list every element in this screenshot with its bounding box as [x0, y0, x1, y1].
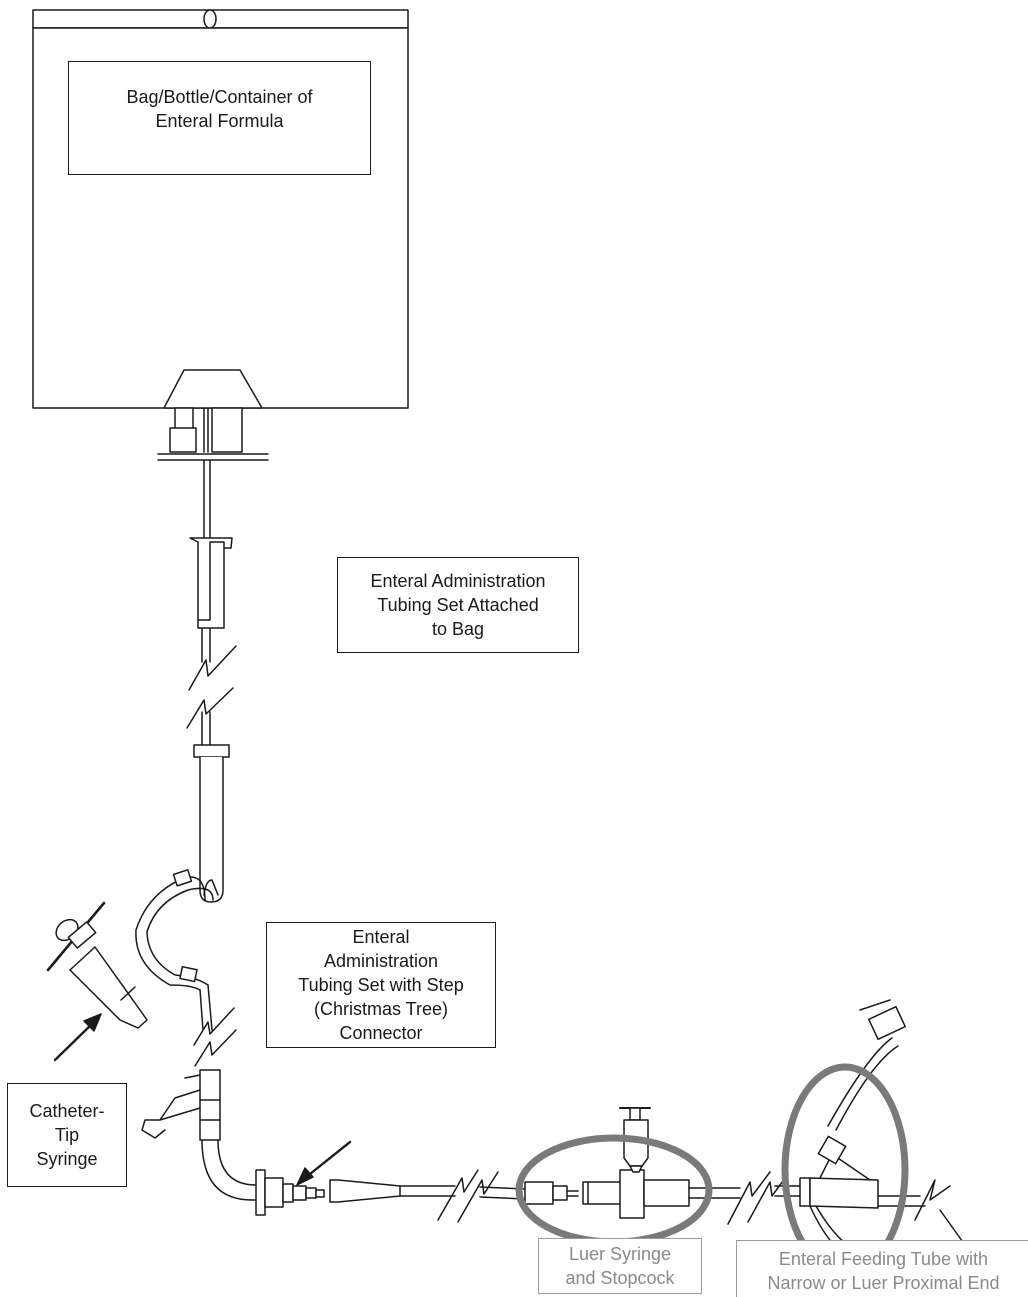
- feeding-tube-label: Enteral Feeding Tube with Narrow or Luer…: [736, 1240, 1028, 1297]
- step-connector-label: Enteral Administration Tubing Set with S…: [266, 922, 496, 1048]
- catheter-syringe-label: Catheter- Tip Syringe: [7, 1083, 127, 1187]
- step-connector: [255, 1140, 352, 1216]
- tubing-set-attached-label: Enteral Administration Tubing Set Attach…: [337, 557, 579, 653]
- luer-syringe-icon: [619, 1107, 651, 1173]
- y-site-junction: [141, 1069, 259, 1201]
- luer-syringe-label: Luer Syringe and Stopcock: [538, 1238, 702, 1294]
- catheter-tip-syringe-icon: [46, 901, 148, 1062]
- container-label: Bag/Bottle/Container of Enteral Formula: [68, 61, 371, 175]
- administration-tubing-upper: [135, 459, 237, 1067]
